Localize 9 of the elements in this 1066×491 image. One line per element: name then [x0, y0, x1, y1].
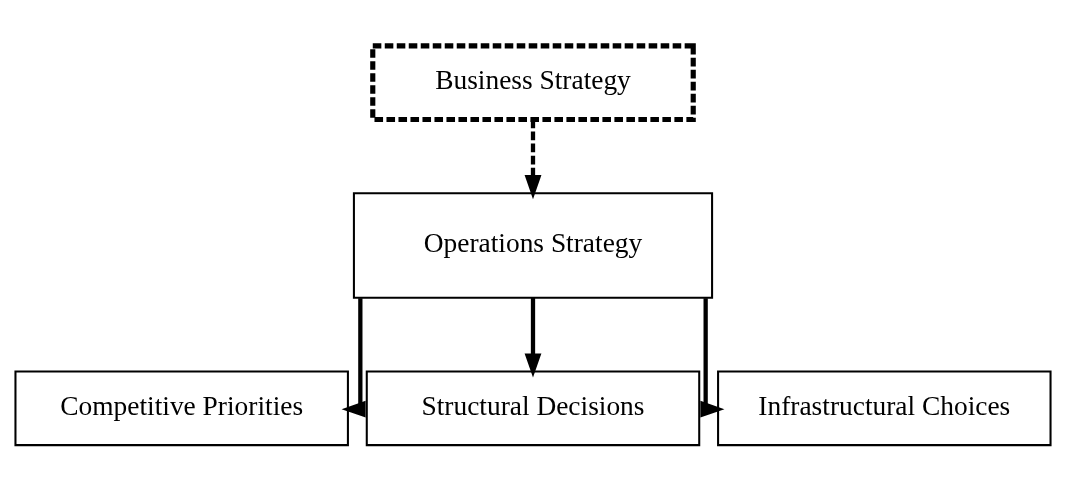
- node-box: Operations Strategy: [352, 192, 714, 299]
- node-box: Competitive Priorities: [14, 370, 349, 447]
- node-box: Business Strategy: [370, 43, 696, 123]
- arrow: [524, 297, 542, 378]
- arrow: [700, 298, 725, 418]
- node-box: Structural Decisions: [365, 370, 701, 447]
- arrow: [524, 119, 542, 200]
- arrow: [341, 298, 366, 418]
- node-box: Infrastructural Choices: [717, 370, 1052, 447]
